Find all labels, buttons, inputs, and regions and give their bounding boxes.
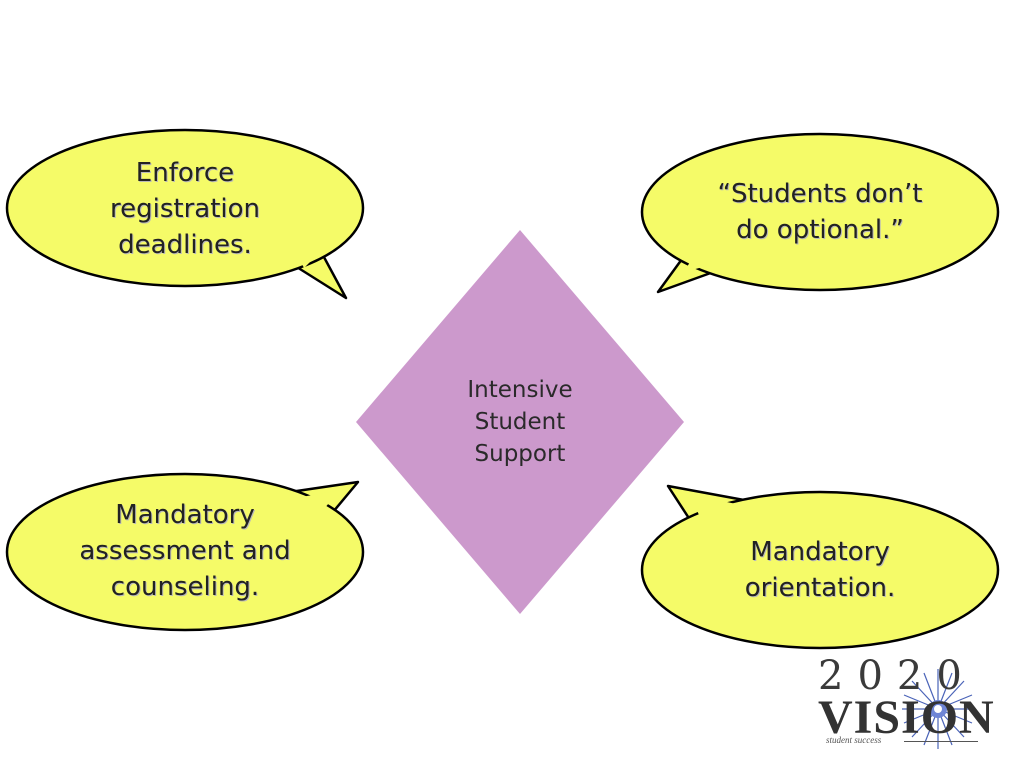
starburst-icon: [902, 669, 974, 749]
callout-line: Enforce: [135, 158, 235, 188]
logo-digits: 2020: [818, 653, 976, 699]
callout-top-left-body: [5, 128, 365, 288]
center-line: Support: [474, 441, 566, 467]
logo-word: VISION: [818, 691, 995, 744]
logo-rule: [904, 741, 978, 742]
callout-line: assessment and: [79, 536, 291, 566]
callout-bottom-left-body: [5, 472, 365, 632]
callout-bottom-left: [5, 472, 365, 632]
logo-tagline: student success: [826, 735, 882, 745]
callout-line: orientation.: [744, 573, 896, 603]
center-diamond-text: Intensive Student Support: [430, 362, 610, 482]
center-line: Student: [474, 409, 566, 435]
callout-bottom-left-text: Mandatory assessment and counseling.: [40, 492, 330, 610]
callout-top-right-body: [640, 132, 1000, 292]
callout-line: deadlines.: [118, 230, 252, 260]
center-diamond: [356, 230, 684, 614]
callout-bottom-right-body: [640, 490, 1000, 650]
callout-top-left: [5, 128, 365, 300]
center-line: Intensive: [467, 377, 573, 403]
callout-line: Mandatory: [115, 500, 255, 530]
callout-top-right: [640, 132, 1000, 294]
callout-line: registration: [109, 194, 260, 224]
callout-line: “Students don’t: [717, 179, 923, 209]
callout-bottom-right-text: Mandatory orientation.: [675, 530, 965, 610]
callout-line: Mandatory: [750, 537, 890, 567]
callout-top-left-text: Enforce registration deadlines.: [40, 150, 330, 268]
callout-bottom-right: [640, 484, 1000, 650]
vision-logo: 2020 VISION student success: [818, 653, 994, 755]
callout-line: counseling.: [110, 572, 260, 602]
callout-top-right-text: “Students don’t do optional.”: [675, 172, 965, 252]
callout-line: do optional.”: [736, 215, 904, 245]
